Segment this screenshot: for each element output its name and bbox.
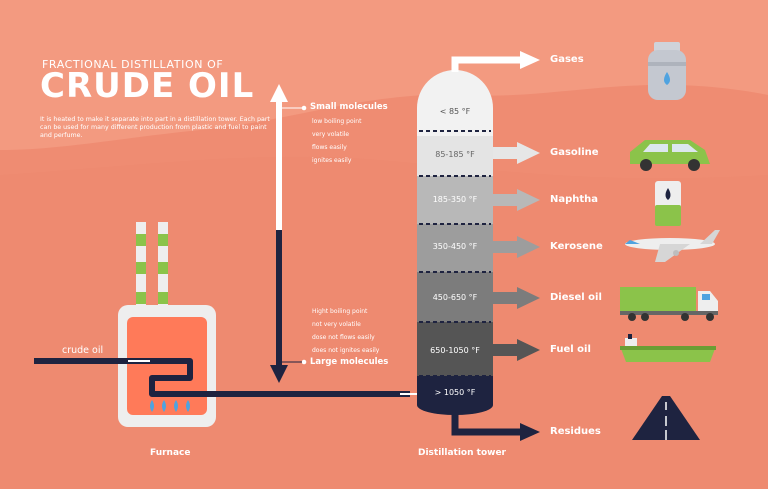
crude-oil-pipe — [34, 358, 418, 397]
furnace-flames-icon — [150, 400, 190, 412]
tower-band-label: 85-185 °F — [435, 150, 475, 159]
scale-bottom-item: not very volatile — [312, 321, 361, 328]
naphtha-canister-icon — [655, 181, 681, 226]
product-label-fuel-oil: Fuel oil — [550, 344, 591, 355]
diagram-subtitle: FRACTIONAL DISTILLATION OF — [42, 58, 224, 71]
scale-top-item: low boiling point — [312, 118, 362, 125]
tower-band-label: 650-1050 °F — [430, 346, 480, 355]
distillation-tower — [417, 70, 493, 415]
truck-icon — [620, 287, 718, 321]
diagram-title: CRUDE OIL — [40, 66, 255, 106]
ship-icon — [620, 334, 716, 362]
road-icon — [632, 396, 700, 440]
scale-top-item: very volatile — [312, 131, 350, 138]
product-label-kerosene: Kerosene — [550, 241, 603, 252]
scale-top-item: flows easily — [312, 144, 347, 151]
furnace — [118, 305, 216, 427]
product-label-gasoline: Gasoline — [550, 147, 599, 158]
product-label-naphtha: Naphtha — [550, 194, 599, 205]
tower-band-label: < 85 °F — [439, 107, 471, 116]
scale-bottom-item: Hight boiling point — [312, 308, 368, 315]
airplane-icon — [625, 230, 720, 262]
tower-band-label: > 1050 °F — [434, 388, 476, 397]
scale-bottom-label: Large molecules — [310, 357, 389, 367]
diagram-description: It is heated to make it separate into pa… — [40, 116, 270, 139]
furnace-chimneys — [136, 222, 168, 310]
car-icon — [630, 140, 710, 171]
product-label-gases: Gases — [550, 54, 584, 65]
distillation-tower-label: Distillation tower — [418, 448, 506, 458]
furnace-label: Furnace — [150, 448, 191, 458]
crude-oil-label: crude oil — [62, 345, 104, 356]
tower-band-label: 185-350 °F — [432, 195, 478, 204]
product-label-residues: Residues — [550, 426, 601, 437]
output-arrows — [451, 51, 540, 441]
tower-band-label: 450-650 °F — [432, 293, 478, 302]
scale-top-item: ignites easily — [312, 157, 352, 164]
gas-cylinder-icon — [648, 42, 686, 100]
tower-band-label: 350-450 °F — [432, 242, 478, 251]
product-label-diesel-oil: Diesel oil — [550, 292, 602, 303]
scale-top-label: Small molecules — [310, 102, 388, 112]
molecule-scale-arrow — [270, 84, 307, 383]
bg-wave-top — [0, 0, 768, 150]
scale-bottom-item: dose not flows easily — [312, 334, 375, 341]
scale-bottom-item: does not ignites easily — [312, 347, 380, 354]
